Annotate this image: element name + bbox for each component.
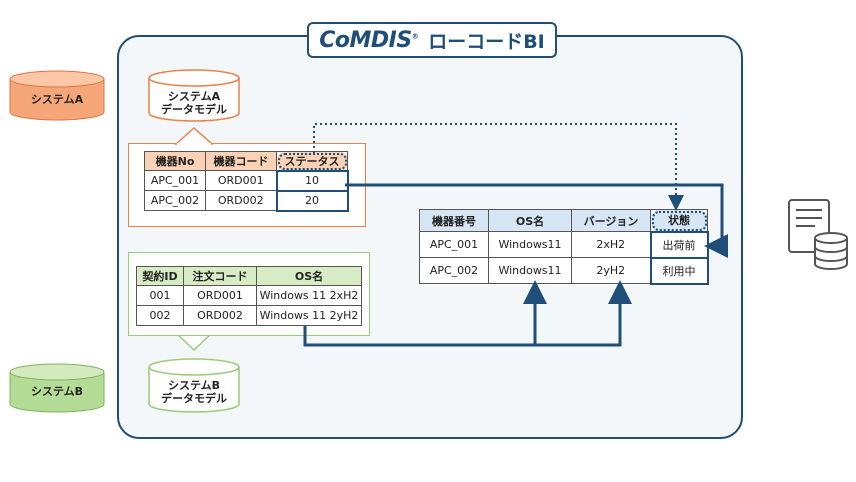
system-b-model-label: システムB データモデル (161, 379, 227, 405)
logo-product: ローコードBI (428, 30, 545, 53)
table-b-header-os-name: OS名 (256, 266, 362, 286)
server-database-icon (788, 199, 848, 270)
table-row: APC_001 ORD001 10 (144, 169, 349, 192)
system-a-cylinder (9, 70, 105, 121)
system-b-label: システムB (30, 384, 84, 398)
comdis-logo: CoMDIS® ローコードBI (307, 22, 557, 58)
table-cell: APC_002 (419, 257, 489, 284)
table-cell-status: 20 (275, 189, 349, 212)
table-a-header-device-no: 機器No (144, 151, 206, 171)
table-a-header-status: ステータス (276, 151, 348, 171)
table-cell-state: 出荷前 (649, 230, 709, 259)
status-mapping-arrow (345, 183, 728, 258)
version-mapping-arrow (303, 280, 632, 347)
table-b-header-contract-id: 契約ID (136, 266, 184, 286)
table-cell: 2xH2 (571, 231, 651, 258)
bi-result-table: 機器番号 OS名 バージョン 状態 APC_001 Windows11 2xH2… (419, 209, 709, 285)
table-row: APC_002 ORD002 20 (144, 189, 349, 212)
system-b-model-cylinder (148, 358, 240, 413)
table-cell: APC_001 (419, 231, 489, 258)
table-cell: Windows11 (488, 257, 572, 284)
table-row: APC_002 Windows11 2yH2 利用中 (419, 256, 709, 285)
table-b-header-order-code: 注文コード (183, 266, 257, 286)
table-row: 002 ORD002 Windows 11 2yH2 (136, 305, 362, 326)
system-b-cylinder (9, 363, 105, 413)
table-cell: ORD002 (183, 305, 257, 326)
bi-header-state: 状態 (650, 209, 708, 232)
system-b-table: 契約ID 注文コード OS名 001 ORD001 Windows 11 2xH… (136, 266, 362, 326)
table-cell-status: 10 (275, 169, 349, 192)
bi-header-os-name: OS名 (488, 209, 572, 232)
header-mapping-arrow (313, 123, 684, 211)
system-a-model-label: システムA データモデル (161, 90, 227, 116)
table-a-header-device-code: 機器コード (205, 151, 277, 171)
table-cell: APC_001 (144, 170, 206, 191)
system-a-model-cylinder (148, 69, 240, 122)
table-cell: Windows 11 2yH2 (256, 305, 362, 326)
logo-brand: CoMDIS® (319, 27, 419, 53)
system-a-table: 機器No 機器コード ステータス APC_001 ORD001 10 APC_0… (144, 151, 349, 212)
table-row: APC_001 Windows11 2xH2 出荷前 (419, 230, 709, 259)
table-cell: ORD001 (205, 170, 277, 191)
bi-header-device-number: 機器番号 (419, 209, 489, 232)
table-cell-state: 利用中 (649, 256, 709, 285)
table-cell: Windows11 (488, 231, 572, 258)
table-cell: ORD002 (205, 190, 277, 211)
system-a-label: システムA (30, 92, 84, 106)
